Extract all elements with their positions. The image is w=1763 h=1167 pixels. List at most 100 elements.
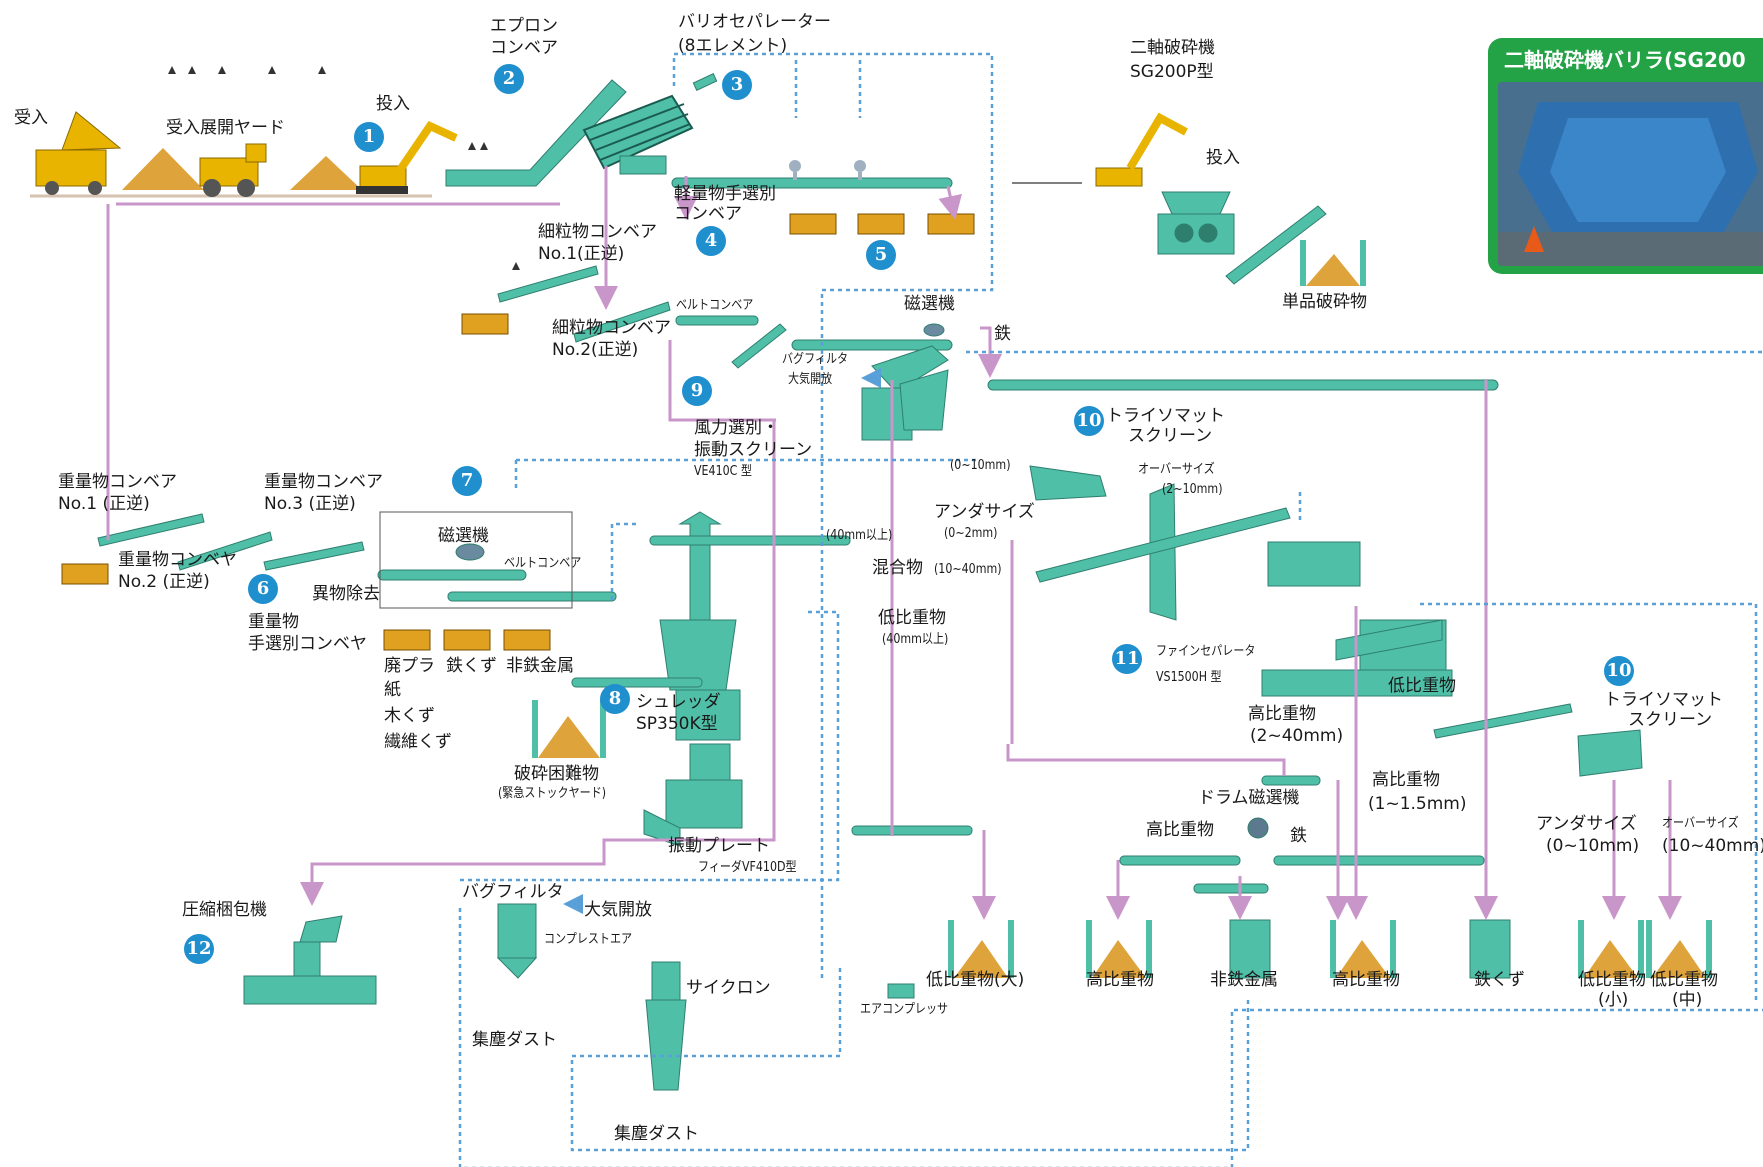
label-nonferrous-1: 非鉄金属 — [506, 656, 574, 676]
label-waste-plastic: 廃プラ — [384, 656, 435, 676]
label-heavy-conv-3b: No.3 (正逆) — [264, 494, 356, 514]
label-foreign-removal: 異物除去 — [312, 584, 380, 604]
label-dust-2: 集塵ダスト — [614, 1124, 699, 1144]
label-fine-sep-2: VS1500H 型 — [1156, 670, 1222, 685]
step-badge-8: 8 — [600, 684, 630, 714]
label-magnet-1: 磁選機 — [904, 294, 955, 314]
step-badge-10a: 10 — [1074, 406, 1104, 436]
label-dust-1: 集塵ダスト — [472, 1030, 557, 1050]
label-scrap-iron-1: 鉄くず — [446, 656, 497, 676]
material-flow-lines — [106, 166, 1682, 920]
label-apron-1: エプロン — [490, 16, 558, 36]
step-badge-1: 1 — [354, 122, 384, 152]
label-over-1: オーバーサイズ — [1138, 462, 1215, 477]
label-compressed-air: コンプレストエア — [544, 932, 633, 947]
label-over-2: (2~10mm) — [1162, 482, 1223, 497]
label-air-compressor: エアコンプレッサ — [860, 1002, 949, 1017]
vario-separator — [582, 94, 694, 175]
trisomat-screen-1 — [1029, 465, 1291, 621]
waste-pile-icon — [122, 148, 204, 190]
label-low-big-2: (40mm以上) — [882, 632, 949, 647]
label-high-3: 高比重物 — [1372, 770, 1440, 790]
label-fine-conv-1a: 細粒物コンベア — [538, 222, 657, 242]
air-duct-lines — [458, 52, 1763, 1167]
label-trisomat-1b: スクリーン — [1128, 426, 1213, 446]
step-badge-3: 3 — [722, 70, 752, 100]
twin-shaft-shredder — [1157, 191, 1235, 255]
label-difficult-2: (緊急ストックヤード) — [498, 786, 607, 801]
label-drum-magnet: ドラム磁選機 — [1198, 788, 1300, 808]
label-out-nonferrous: 非鉄金属 — [1210, 970, 1278, 990]
debris-particles — [168, 66, 520, 270]
label-vario-2: (8エレメント) — [678, 36, 788, 56]
label-single-product: 単品破砕物 — [1282, 292, 1367, 312]
label-trisomat-2a: トライソマット — [1604, 690, 1723, 710]
label-iron-1: 鉄 — [994, 324, 1011, 344]
label-heavy-conv-1b: No.1 (正逆) — [58, 494, 150, 514]
label-fine-sep-1: ファインセパレータ — [1156, 644, 1256, 659]
label-fine-conv-1b: No.1(正逆) — [538, 244, 625, 264]
label-plate-2: フィーダVF410D型 — [698, 860, 797, 875]
air-compressor-icon — [887, 983, 915, 999]
label-trisomat-2b: スクリーン — [1628, 710, 1713, 730]
label-wind-3: VE410C 型 — [694, 464, 752, 479]
label-shredder-2: SP350K型 — [636, 714, 718, 734]
label-wood: 木くず — [384, 706, 435, 726]
label-trisomat-1a: トライソマット — [1106, 406, 1225, 426]
label-over-4: (10~40mm) — [1662, 836, 1763, 856]
label-out-high-1: 高比重物 — [1086, 970, 1154, 990]
label-input-2: 投入 — [1206, 148, 1240, 168]
label-receive-yard: 受入展開ヤード — [166, 118, 285, 138]
light-sorting-conveyor — [671, 160, 953, 189]
label-high-5: 高比重物 — [1146, 820, 1214, 840]
label-under-4: (0~10mm) — [1546, 836, 1640, 856]
shredder-sp350k — [571, 511, 851, 847]
bag-filter-unit — [496, 903, 538, 979]
trisomat-screen-2 — [1433, 703, 1643, 777]
step-badge-6: 6 — [248, 574, 278, 604]
label-iron-2: 鉄 — [1290, 826, 1307, 846]
label-heavy-hand-2: 手選別コンベヤ — [248, 634, 367, 654]
apron-conveyor — [445, 79, 627, 187]
drum-magnet — [1119, 775, 1485, 894]
label-light-sort-2: コンベア — [674, 204, 742, 224]
label-input-1: 投入 — [376, 94, 410, 114]
label-out-low-small-2: (小) — [1598, 990, 1629, 1010]
label-difficult-1: 破砕困難物 — [514, 764, 599, 784]
hand-sort-frame — [379, 511, 573, 609]
cyclone-unit — [645, 961, 687, 1091]
fine-separator — [1261, 541, 1453, 697]
single-product-bin — [1300, 240, 1366, 286]
label-vario-1: バリオセパレーター — [678, 12, 831, 32]
label-heavy-conv-2a: 重量物コンベヤ — [118, 550, 237, 570]
step-badge-2: 2 — [494, 64, 524, 94]
step-badge-9: 9 — [682, 376, 712, 406]
step-badge-10b: 10 — [1604, 656, 1634, 686]
label-shredder-title-2: SG200P型 — [1130, 62, 1214, 82]
label-under-3: アンダサイズ — [1536, 814, 1637, 834]
label-high-4: (1~1.5mm) — [1368, 794, 1467, 814]
label-out-iron: 鉄くず — [1474, 970, 1525, 990]
dump-truck-icon — [35, 111, 122, 195]
label-plate-1: 振動プレート — [668, 836, 770, 856]
label-shredder-1: シュレッダ — [636, 692, 721, 712]
label-paper: 紙 — [384, 680, 401, 700]
label-atmos-2: 大気開放 — [584, 900, 652, 920]
step-badge-11: 11 — [1112, 644, 1142, 674]
step-badge-4: 4 — [696, 226, 726, 256]
label-light-sort-1: 軽量物手選別 — [674, 184, 776, 204]
label-low-big-1: 低比重物 — [878, 608, 946, 628]
label-heavy-conv-1a: 重量物コンベア — [58, 472, 177, 492]
compression-baler — [243, 915, 377, 1005]
label-cyclone: サイクロン — [686, 978, 771, 998]
difficult-materials-bin — [532, 700, 606, 758]
label-mixed-range: (10~40mm) — [934, 562, 1002, 577]
label-out-low-big: 低比重物(大) — [926, 970, 1025, 990]
shredder-photo — [1498, 82, 1763, 266]
label-mixed: 混合物 — [872, 558, 923, 578]
heavy-conveyors — [97, 513, 617, 602]
label-belt-conv-2: ベルトコンベア — [504, 556, 582, 571]
waste-pile-icon — [290, 156, 362, 190]
photo-title: 二軸破砕機バリラ(SG200 — [1504, 48, 1746, 72]
